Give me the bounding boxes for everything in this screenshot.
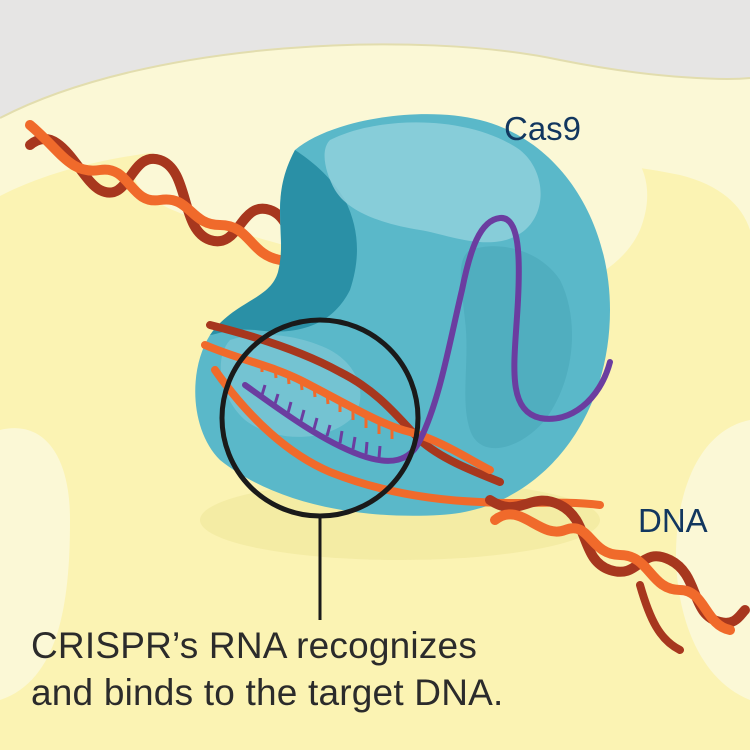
caption: CRISPR’s RNA recognizes and binds to the… [31, 622, 504, 716]
cell-outline [0, 43, 750, 119]
caption-line-2: and binds to the target DNA. [31, 672, 504, 713]
caption-line-1: CRISPR’s RNA recognizes [31, 625, 478, 666]
cell-highlight-left [0, 428, 70, 700]
cas9-label: Cas9 [504, 110, 582, 147]
guide-rna [242, 215, 613, 464]
dna-label: DNA [638, 502, 708, 539]
dna-helix-right [485, 495, 750, 654]
